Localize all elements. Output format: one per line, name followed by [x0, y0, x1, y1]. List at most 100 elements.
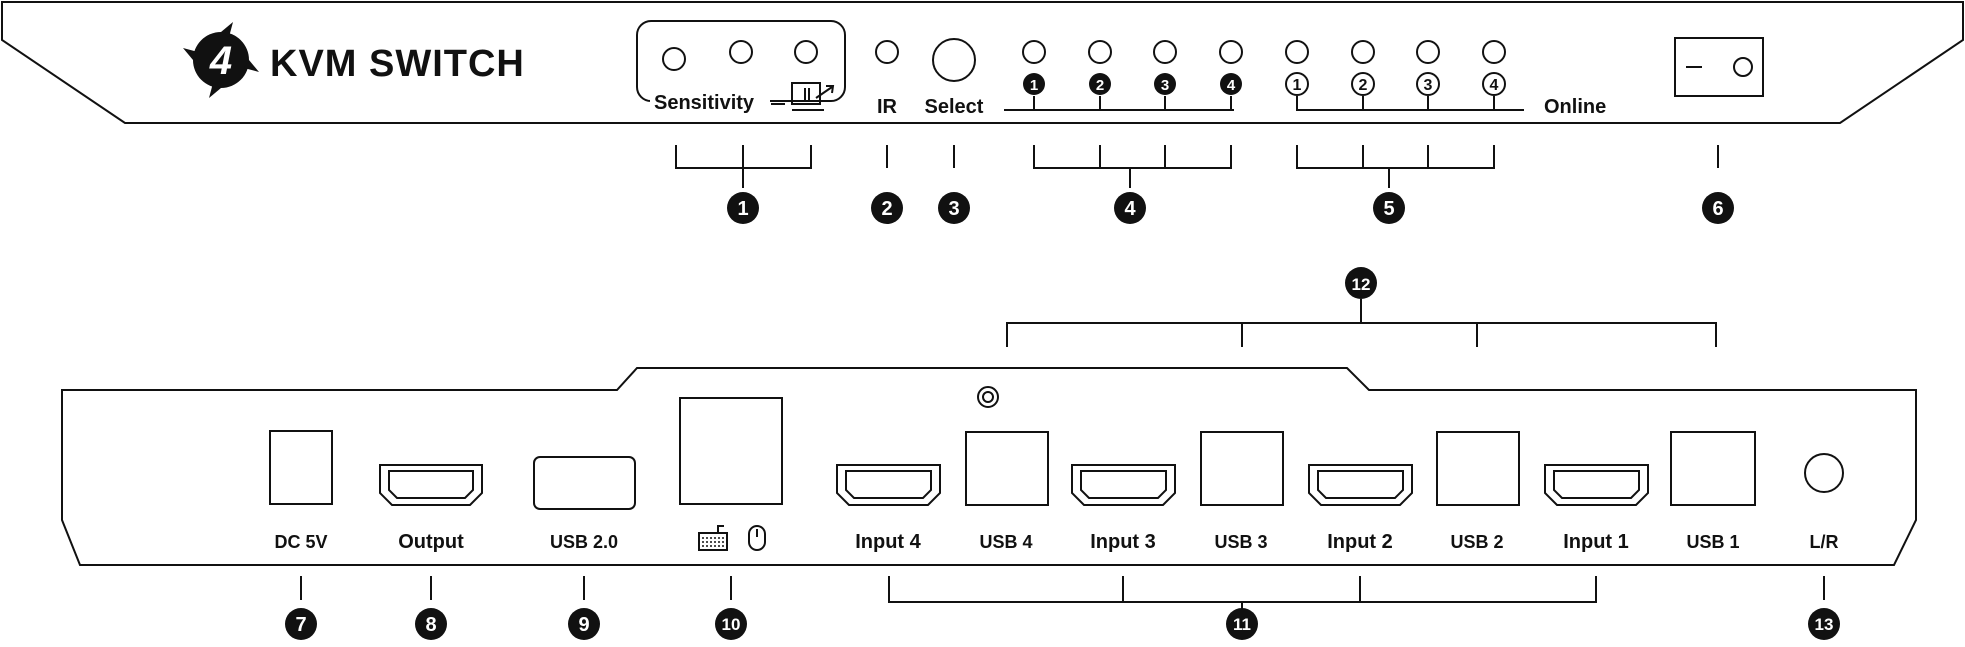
- online-led-4: [1482, 40, 1506, 64]
- online-label: Online: [1544, 96, 1606, 118]
- port-label-input-3: Input 3: [1090, 531, 1156, 553]
- callout-2-label: 2: [881, 198, 892, 220]
- rear-panel-outline: [61, 367, 1917, 566]
- callout-7: [285, 608, 317, 640]
- port-led-1: [1022, 40, 1046, 64]
- hdmi-input-4-port: [836, 464, 941, 506]
- port-label-input-2: Input 2: [1327, 531, 1393, 553]
- port-label-output: Output: [398, 531, 464, 553]
- logo-icon: 4: [183, 22, 259, 98]
- hdmi-input-1-port: [1544, 464, 1649, 506]
- callout-10: [715, 608, 747, 640]
- callout-13: [1808, 608, 1840, 640]
- callout-1-label: 1: [737, 198, 748, 220]
- port-label-input-4: Input 4: [855, 531, 921, 553]
- callout-11-label: 11: [1233, 615, 1251, 634]
- monitor-cursor-icon: [791, 82, 835, 111]
- ir-label: IR: [877, 96, 898, 118]
- lr-audio-port: [1804, 453, 1844, 493]
- callout-6-label: 6: [1712, 198, 1723, 220]
- callout-7-label: 7: [295, 614, 306, 636]
- keyboard-mouse-port: [679, 397, 783, 505]
- online-led-label-2: 2: [1359, 77, 1368, 94]
- callout-9-label: 9: [578, 614, 589, 636]
- power-switch-icon[interactable]: [1674, 37, 1764, 97]
- hdmi-input-2-port: [1308, 464, 1413, 506]
- port-label-usb-2-0: USB 2.0: [550, 532, 618, 552]
- usb-2-0-port: [533, 456, 636, 510]
- port-led-label-1: 1: [1030, 77, 1038, 94]
- callout-1: [727, 192, 759, 224]
- online-led-bracket: [1296, 96, 1524, 111]
- port-label-usb-2: USB 2: [1450, 532, 1503, 552]
- keyboard-icon: [698, 525, 728, 551]
- front-panel: 4 KVM SWITCH Sensitivity IR Select: [1, 1, 1964, 124]
- online-led-label-3: 3: [1424, 77, 1433, 94]
- callout-4: [1114, 192, 1146, 224]
- callout-10-label: 10: [722, 615, 741, 634]
- callout-4-label: 4: [1124, 198, 1136, 220]
- logo-digit: 4: [209, 39, 232, 83]
- callout-12: [1345, 267, 1377, 299]
- usb-2-port: [1436, 431, 1520, 506]
- port-led-bracket: [1004, 96, 1234, 111]
- port-led-3: [1153, 40, 1177, 64]
- online-led-3: [1416, 40, 1440, 64]
- callout-9: [568, 608, 600, 640]
- callout-3: [938, 192, 970, 224]
- callout-8-label: 8: [425, 614, 436, 636]
- rear-panel: DC 5V Output USB 2.0 Input 4: [61, 367, 1917, 566]
- callout-11: [1226, 608, 1258, 640]
- port-led-label-3: 3: [1161, 77, 1169, 94]
- sensitivity-button-3[interactable]: [794, 40, 818, 64]
- callout-13-label: 13: [1815, 615, 1834, 634]
- callout-3-label: 3: [948, 198, 959, 220]
- port-led-group: 1 2 3 4: [1004, 40, 1243, 111]
- dc-5v-jack: [269, 430, 333, 505]
- ir-receiver: [875, 40, 899, 64]
- screw-icon: [977, 386, 999, 408]
- port-label-dc-5v: DC 5V: [274, 532, 327, 552]
- online-led-label-4: 4: [1490, 77, 1499, 94]
- online-led-group: 1 2 3 4 Online: [1285, 40, 1606, 118]
- callout-8: [415, 608, 447, 640]
- port-label-lr: L/R: [1810, 532, 1839, 552]
- rear-callouts: 7 8 9 10 11 13: [285, 608, 1840, 640]
- device-title: KVM SWITCH: [270, 43, 525, 85]
- callout-6: [1702, 192, 1734, 224]
- callout-12-label: 12: [1352, 275, 1371, 294]
- callout-5-label: 5: [1383, 198, 1394, 220]
- front-callouts: 1 2 3 4 5 6: [727, 192, 1734, 224]
- rear-callout-leaders: [300, 576, 1825, 610]
- hdmi-output-port: [379, 464, 483, 506]
- port-label-usb-3: USB 3: [1214, 532, 1267, 552]
- callout-12-bracket: 12: [1006, 267, 1717, 347]
- usb-3-port: [1200, 431, 1284, 506]
- select-button[interactable]: [932, 38, 976, 82]
- sensitivity-button-2[interactable]: [729, 40, 753, 64]
- hdmi-input-3-port: [1071, 464, 1176, 506]
- sensitivity-label: Sensitivity: [654, 92, 755, 114]
- callout-2: [871, 192, 903, 224]
- front-panel-outline: [1, 1, 1964, 124]
- port-label-input-1: Input 1: [1563, 531, 1629, 553]
- port-led-label-2: 2: [1096, 77, 1104, 94]
- online-led-label-1: 1: [1293, 77, 1302, 94]
- usb-4-port: [965, 431, 1049, 506]
- port-label-usb-4: USB 4: [979, 532, 1032, 552]
- usb-1-port: [1670, 431, 1756, 506]
- online-led-2: [1351, 40, 1375, 64]
- front-callout-leaders: [675, 145, 1719, 188]
- sensitivity-mask: [650, 82, 770, 110]
- port-led-4: [1219, 40, 1243, 64]
- select-label: Select: [925, 96, 984, 118]
- sensitivity-button-1[interactable]: [662, 47, 686, 71]
- mouse-icon: [748, 525, 766, 551]
- port-label-usb-1: USB 1: [1686, 532, 1739, 552]
- callout-5: [1373, 192, 1405, 224]
- port-led-label-4: 4: [1227, 77, 1236, 94]
- online-led-1: [1285, 40, 1309, 64]
- port-led-2: [1088, 40, 1112, 64]
